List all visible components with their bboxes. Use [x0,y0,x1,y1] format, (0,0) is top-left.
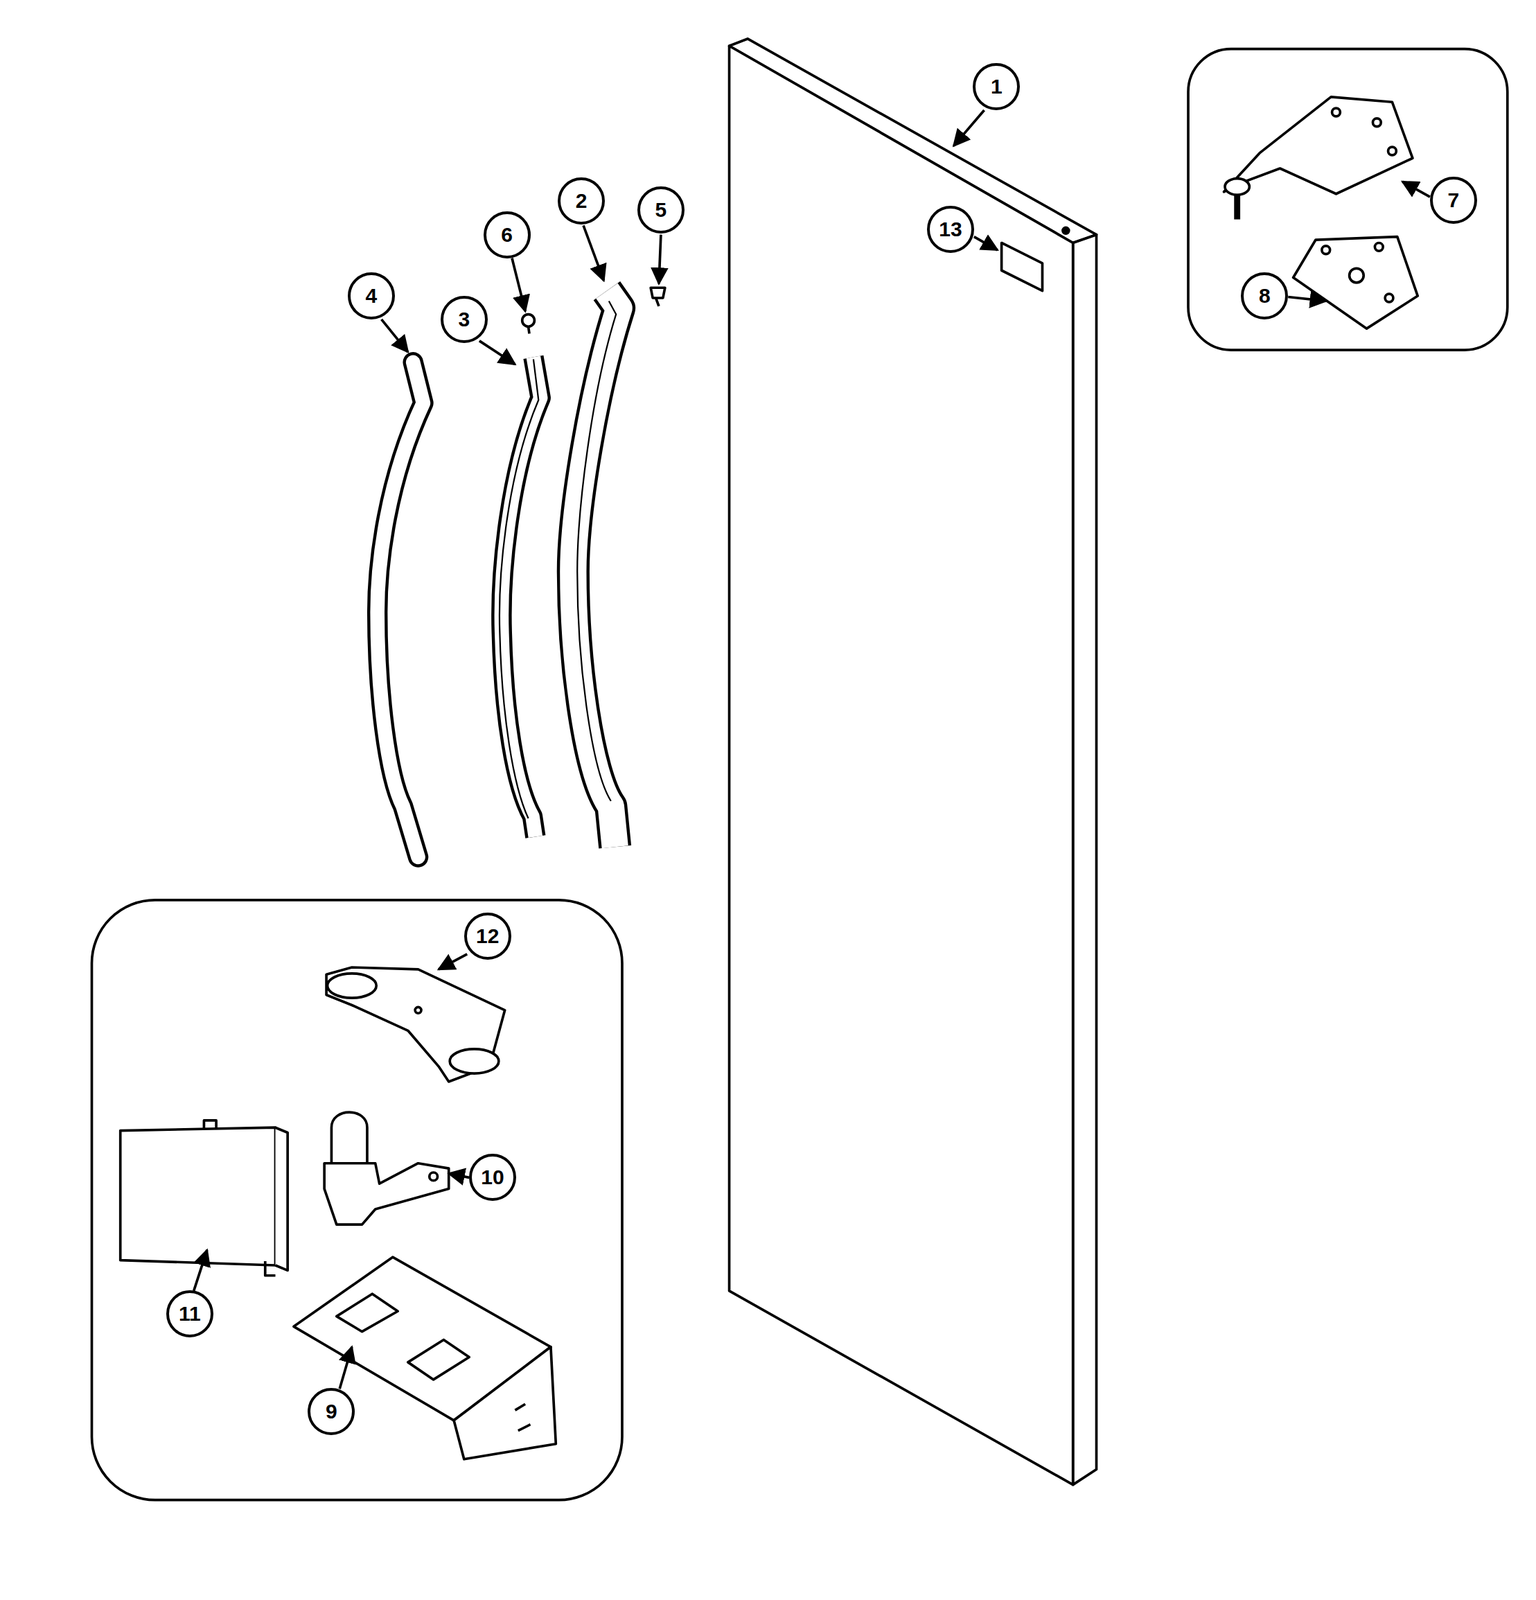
callout-number: 11 [166,1290,214,1338]
callout-label: 9 [325,1400,338,1422]
callout-number: 1 [972,63,1020,111]
leader-line [512,258,526,312]
trim-2 [572,290,619,848]
screw-6-shank [528,326,530,334]
callout-label: 7 [1447,189,1460,211]
hole [1384,293,1394,303]
callout-number: 12 [464,912,512,960]
cover-11-edge [275,1127,288,1270]
leader-line [953,110,984,147]
leader-line [974,236,998,251]
callout-label: 3 [457,309,470,330]
callout-label: 1 [990,76,1003,97]
callout-label: 5 [655,199,668,221]
callout-label: 10 [480,1166,504,1188]
inset-panel [1188,49,1508,350]
hole [415,1006,422,1013]
hinge-pin-10-base [324,1163,449,1225]
hinge-7 [1224,96,1413,194]
callout-number: 6 [483,211,531,259]
leader-line [583,225,604,281]
hole [429,1172,438,1181]
screw-5 [650,287,666,307]
door-side [1073,234,1097,1485]
leader-line [448,1172,470,1178]
cover-11 [120,1127,276,1266]
hinge-pin-10 [331,1111,368,1164]
door-hole [1062,227,1070,234]
leader-line [381,319,409,352]
inset-panel [91,899,622,1500]
handle-4 [377,362,424,858]
callout-number: 5 [637,186,685,234]
callout-number: 13 [927,205,975,253]
leader-line [479,340,516,365]
hole [1372,118,1381,127]
leader-line [193,1249,208,1291]
hole [1388,146,1397,156]
callout-label: 2 [575,190,588,212]
bracket-9-slots [336,1293,470,1380]
handle-3 [501,356,541,837]
bushing-12-socket [327,973,377,998]
handle-3-fill [501,356,541,837]
bracket-9-holes [514,1403,531,1430]
trim-2-line [577,300,616,801]
callout-number: 10 [469,1153,517,1201]
callout-label: 6 [500,224,513,246]
handle-4-fill [377,362,424,858]
hole [1332,108,1341,117]
callout-number: 2 [557,177,605,225]
leader-line [339,1346,352,1389]
door-plug [1001,242,1043,291]
hinge-7-pin [1233,193,1241,220]
hole [1349,268,1365,283]
callout-label: 12 [475,925,499,947]
bushing-12 [326,967,506,1082]
door-face [729,45,1074,1485]
leader-lines [193,110,1430,1389]
callout-label: 11 [178,1303,201,1324]
leader-line [438,954,467,970]
callout-label: 8 [1258,285,1271,307]
screw-6 [522,314,535,328]
leader-line [1402,181,1430,197]
leader-line [658,234,661,285]
callout-number: 7 [1429,176,1478,224]
bushing-12-socket [449,1048,499,1074]
bracket-9-flange [453,1346,556,1460]
hinge-7-eye [1224,178,1250,196]
hole [1321,245,1331,255]
callout-number: 4 [347,272,395,320]
leader-line [1287,297,1326,302]
callout-number: 3 [440,295,488,343]
hole [1374,242,1383,251]
callout-number: 8 [1240,272,1288,320]
callout-label: 4 [365,285,378,307]
cover-11-tab [203,1120,276,1276]
handle-3-line [499,358,539,819]
trim-2-fill [572,290,619,848]
shim-8 [1293,236,1419,330]
callout-label: 13 [938,218,962,240]
